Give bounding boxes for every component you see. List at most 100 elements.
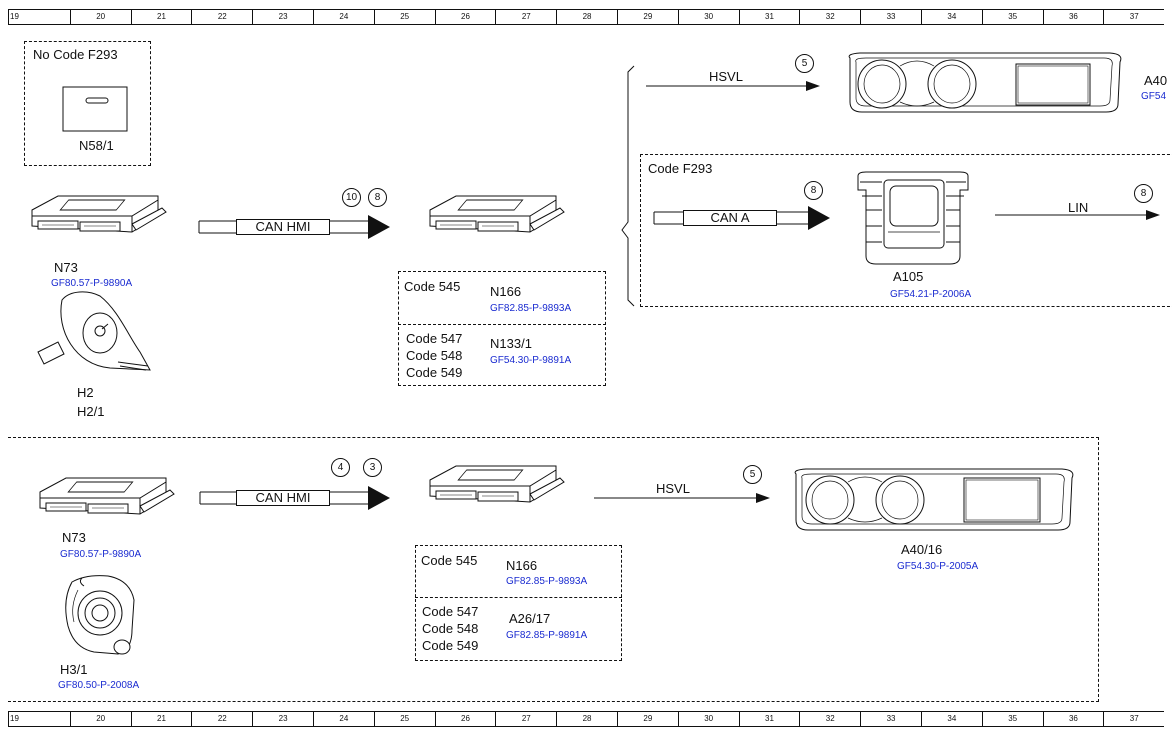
ruler-cell: 32 xyxy=(799,712,860,726)
lin-label: LIN xyxy=(1068,200,1089,215)
instrument-cluster-a40-icon xyxy=(848,52,1122,113)
ruler-cell: 36 xyxy=(1042,10,1104,24)
code-545-bottom-label: Code 545 xyxy=(421,553,478,568)
ruler-cell: 37 xyxy=(1103,10,1164,24)
h2-label: H2 xyxy=(77,385,94,400)
horn-h3-icon xyxy=(65,575,135,655)
lin-arrow xyxy=(995,210,1160,220)
code-545-label: Code 545 xyxy=(404,279,461,294)
n58-label: N58/1 xyxy=(79,138,114,153)
ruler-cell: 34 xyxy=(920,712,982,726)
connector-5-bottom-badge: 5 xyxy=(743,465,762,484)
ruler-cell: 33 xyxy=(860,10,921,24)
ruler-cell: 37 xyxy=(1103,712,1164,726)
ruler-cell: 29 xyxy=(616,10,678,24)
ruler-cell: 35 xyxy=(981,712,1043,726)
a40-ref-link[interactable]: GF54 xyxy=(1141,91,1167,102)
ruler-cell: 19 xyxy=(8,10,70,24)
ruler-cell: 25 xyxy=(373,712,435,726)
ruler-cell: 28 xyxy=(556,712,617,726)
gateway-code-divider-bottom xyxy=(415,597,622,598)
central-gateway-module-top-icon xyxy=(429,195,565,233)
ruler-cell: 20 xyxy=(69,712,131,726)
ruler-cell: 36 xyxy=(1042,712,1104,726)
gateway-code-box-bottom xyxy=(415,545,622,661)
horn-h2-icon xyxy=(37,291,151,371)
ruler-cell: 24 xyxy=(312,10,374,24)
ruler-cell: 34 xyxy=(920,10,982,24)
instrument-cluster-a4016-icon xyxy=(794,468,1074,531)
n1331-ref-link[interactable]: GF54.30-P-9891A xyxy=(490,355,572,366)
a105-label: A105 xyxy=(893,269,924,284)
code-f293-label: Code F293 xyxy=(648,161,713,176)
ruler-cell: 27 xyxy=(495,10,556,24)
n166-ref-link[interactable]: GF82.85-P-9893A xyxy=(490,303,572,314)
connector-4-badge: 4 xyxy=(331,458,350,477)
connector-8-can-a-badge: 8 xyxy=(804,181,823,200)
ruler-cell: 21 xyxy=(130,10,192,24)
no-code-f293-box xyxy=(24,41,151,166)
n73-bottom-label: N73 xyxy=(62,530,86,545)
a2617-label: A26/17 xyxy=(509,611,551,626)
ruler-cell: 19 xyxy=(8,712,70,726)
n166-bottom-label: N166 xyxy=(506,558,538,573)
can-a-label: CAN A xyxy=(683,210,777,226)
brace-icon xyxy=(621,65,635,307)
ruler-cell: 31 xyxy=(738,10,800,24)
code-548-bottom-label: Code 548 xyxy=(422,621,479,636)
ruler-cell: 26 xyxy=(434,712,496,726)
connector-10-badge: 10 xyxy=(342,188,361,207)
code-549-bottom-label: Code 549 xyxy=(422,638,479,653)
a4016-label: A40/16 xyxy=(901,542,943,557)
gateway-code-box-top xyxy=(398,271,606,386)
ruler-cell: 22 xyxy=(191,712,252,726)
no-code-f293-label: No Code F293 xyxy=(33,47,118,62)
ruler-cell: 23 xyxy=(252,10,313,24)
ruler-cell: 29 xyxy=(616,712,678,726)
ruler-cell: 30 xyxy=(677,712,739,726)
n73-label: N73 xyxy=(54,260,78,275)
h31-ref-link[interactable]: GF80.50-P-2008A xyxy=(58,680,140,691)
ruler-cell: 21 xyxy=(130,712,192,726)
n1331-label: N133/1 xyxy=(490,336,532,351)
bottom-variant-box xyxy=(8,437,1099,702)
code-f293-box xyxy=(640,154,1172,307)
ruler-cell: 31 xyxy=(738,712,800,726)
ruler-cell: 27 xyxy=(495,712,556,726)
connector-3-badge: 3 xyxy=(363,458,382,477)
hsvl-top-arrow xyxy=(646,81,820,91)
ruler-cell: 28 xyxy=(556,10,617,24)
can-hmi-top-label: CAN HMI xyxy=(236,219,330,235)
ruler-cell: 33 xyxy=(860,712,921,726)
ruler-cell: 35 xyxy=(981,10,1043,24)
hsvl-bottom-label: HSVL xyxy=(656,481,690,496)
code-549-label: Code 549 xyxy=(406,365,463,380)
ruler-cell: 22 xyxy=(191,10,252,24)
ruler-cell: 23 xyxy=(252,712,313,726)
h21-label: H2/1 xyxy=(77,404,105,419)
control-panel-a105-icon xyxy=(857,171,969,265)
a2617-ref-link[interactable]: GF82.85-P-9891A xyxy=(506,630,588,641)
a4016-ref-link[interactable]: GF54.30-P-2005A xyxy=(897,561,979,572)
n73-bottom-ref-link[interactable]: GF80.57-P-9890A xyxy=(60,549,142,560)
n166-label: N166 xyxy=(490,284,522,299)
a105-ref-link[interactable]: GF54.21-P-2006A xyxy=(890,289,972,300)
gateway-code-divider-top xyxy=(398,324,606,325)
hsvl-bottom-arrow xyxy=(594,493,770,503)
code-548-label: Code 548 xyxy=(406,348,463,363)
n73-ref-link[interactable]: GF80.57-P-9890A xyxy=(51,278,133,289)
code-547-bottom-label: Code 547 xyxy=(422,604,479,619)
connector-5-top-badge: 5 xyxy=(795,54,814,73)
n166-bottom-ref-link[interactable]: GF82.85-P-9893A xyxy=(506,576,588,587)
connector-8-lin-badge: 8 xyxy=(1134,184,1153,203)
hsvl-top-label: HSVL xyxy=(709,69,743,84)
ruler-cell: 26 xyxy=(434,10,496,24)
ruler-cell: 32 xyxy=(799,10,860,24)
ruler-cell: 20 xyxy=(69,10,131,24)
can-hmi-bottom-label: CAN HMI xyxy=(236,490,330,506)
n58-switch-icon xyxy=(62,86,128,132)
n73-module-icon xyxy=(31,195,167,233)
